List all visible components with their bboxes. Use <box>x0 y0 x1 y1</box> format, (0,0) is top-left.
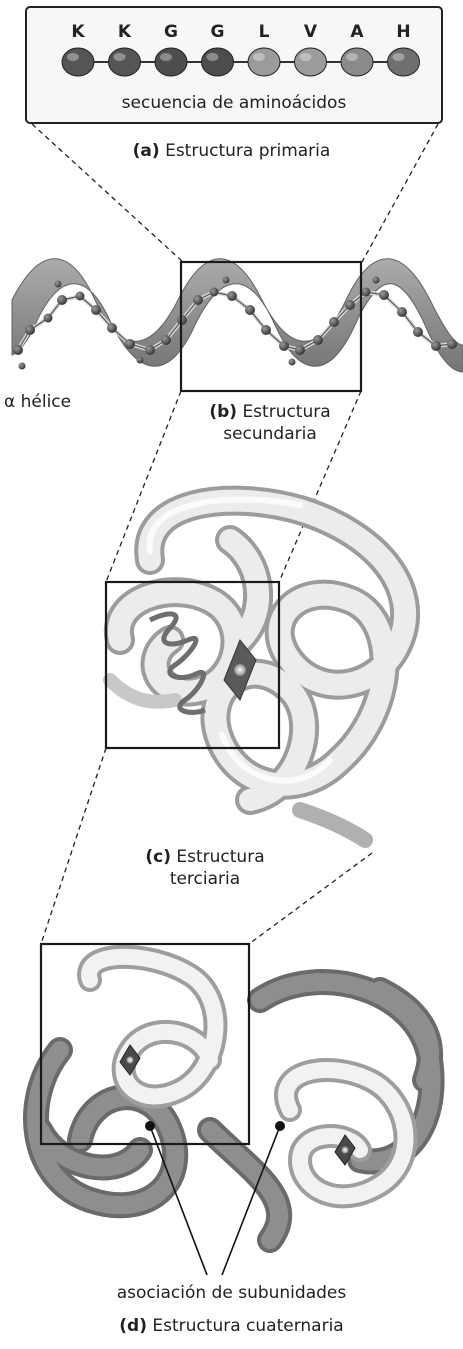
caption-tertiary-line2: terciaria <box>110 868 300 890</box>
caption-tertiary-line1: Estructura <box>176 847 264 867</box>
amino-acid-bead <box>109 48 141 76</box>
amino-acid-bead <box>155 48 187 76</box>
caption-tertiary: (c) Estructura terciaria <box>110 846 300 890</box>
amino-acid-bead <box>388 48 420 76</box>
amino-acid-letter: K <box>63 22 93 42</box>
amino-acid-bead <box>341 48 373 76</box>
caption-primary: (a) Estructura primaria <box>0 141 463 161</box>
caption-primary-text: Estructura primaria <box>165 141 330 161</box>
helix-label: α hélice <box>4 392 71 412</box>
sequence-label: secuencia de aminoácidos <box>26 93 442 113</box>
amino-acid-letter: G <box>156 22 186 42</box>
caption-primary-letter: (a) <box>133 141 160 161</box>
amino-acid-bead <box>295 48 327 76</box>
caption-tertiary-letter: (c) <box>145 847 171 867</box>
amino-acid-bead <box>202 48 234 76</box>
caption-quaternary: (d) Estructura cuaternaria <box>0 1316 463 1336</box>
tertiary-fold <box>110 500 405 840</box>
zoom-line-c-left <box>41 748 106 944</box>
caption-quaternary-letter: (d) <box>119 1316 147 1336</box>
amino-acid-letter: L <box>249 22 279 42</box>
amino-acid-letter: K <box>110 22 140 42</box>
alpha-helix-ribbon <box>12 259 463 372</box>
caption-secondary: (b) Estructura secundaria <box>175 401 365 445</box>
amino-acid-letter: H <box>389 22 419 42</box>
subunit-association-label: asociación de subunidades <box>0 1283 463 1303</box>
caption-quaternary-text: Estructura cuaternaria <box>152 1316 343 1336</box>
amino-acid-letter: V <box>296 22 326 42</box>
amino-acid-bead <box>248 48 280 76</box>
caption-secondary-line2: secundaria <box>175 423 365 445</box>
caption-secondary-letter: (b) <box>209 402 237 422</box>
amino-acid-letter: A <box>342 22 372 42</box>
amino-acid-letter: G <box>203 22 233 42</box>
caption-secondary-line1: Estructura <box>242 402 330 422</box>
amino-acid-bead <box>62 48 94 76</box>
